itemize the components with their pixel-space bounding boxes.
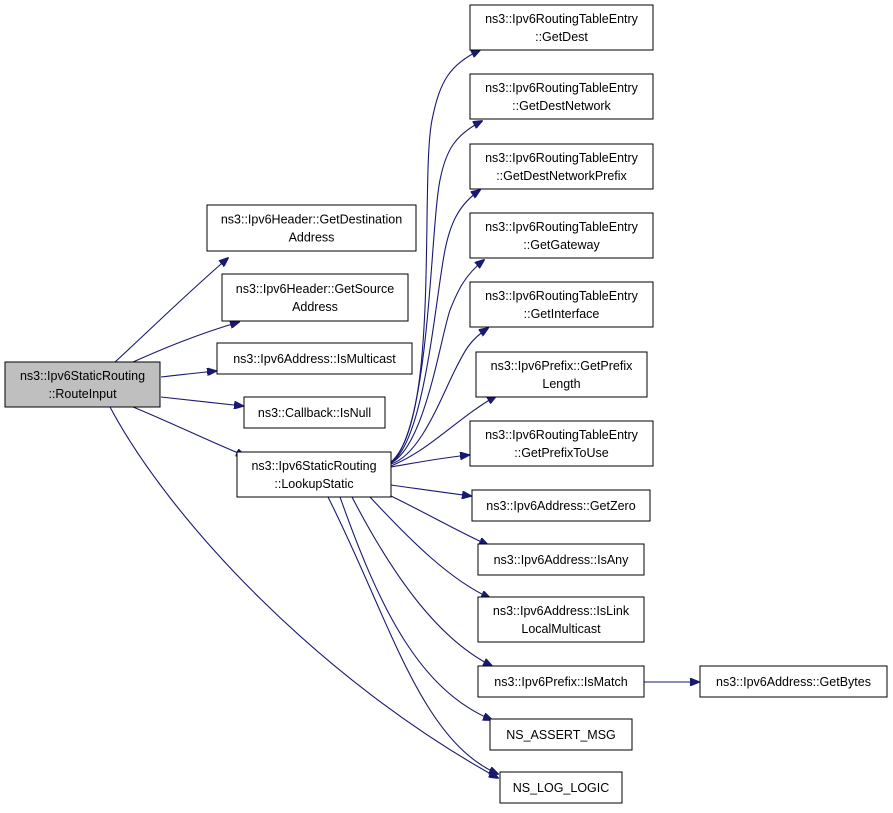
node-box xyxy=(236,451,392,498)
node-box xyxy=(206,204,417,252)
node-getgateway[interactable]: ns3::Ipv6RoutingTableEntry::GetGateway xyxy=(469,212,654,259)
node-box xyxy=(243,396,386,429)
edge-lookupstatic-to-getdestnetwork xyxy=(390,121,482,464)
node-box xyxy=(699,665,888,698)
node-getinterface[interactable]: ns3::Ipv6RoutingTableEntry::GetInterface xyxy=(469,281,654,328)
node-label: ::GetGateway xyxy=(523,238,600,252)
edge-lookupstatic-to-isany xyxy=(390,495,488,545)
edge-root-to-lookupstatic xyxy=(132,406,245,456)
node-box xyxy=(499,771,623,804)
node-getdest[interactable]: ns3::Ipv6RoutingTableEntry::GetDest xyxy=(469,4,654,51)
node-label: ns3::Ipv6RoutingTableEntry xyxy=(485,289,639,303)
edge-lookupstatic-to-getdest xyxy=(390,50,480,463)
node-label: ns3::Ipv6Address::IsLink xyxy=(493,604,630,618)
node-label: ns3::Callback::IsNull xyxy=(258,406,371,420)
node-box xyxy=(469,420,654,467)
node-box xyxy=(477,665,645,698)
nodes-layer: ns3::Ipv6StaticRouting::RouteInputns3::I… xyxy=(4,4,888,804)
node-label: ns3::Ipv6Header::GetDestination xyxy=(221,213,402,227)
node-getdestnetworkprefix[interactable]: ns3::Ipv6RoutingTableEntry::GetDestNetwo… xyxy=(469,143,654,190)
node-label: ::GetDestNetworkPrefix xyxy=(496,169,627,183)
node-label: ns3::Ipv6Prefix::IsMatch xyxy=(494,675,627,689)
edges-layer xyxy=(109,50,699,778)
edge-lookupstatic-to-getzero xyxy=(390,484,471,496)
edge-lookupstatic-to-islinklocalmulticast xyxy=(369,496,490,598)
node-label: ::GetInterface xyxy=(524,307,600,321)
node-getprefixtouse[interactable]: ns3::Ipv6RoutingTableEntry::GetPrefixToU… xyxy=(469,420,654,467)
edge-lookupstatic-to-nsassertmsg xyxy=(339,496,492,720)
node-label: ::GetDest xyxy=(535,30,588,44)
node-lookupstatic[interactable]: ns3::Ipv6StaticRouting::LookupStatic xyxy=(236,451,392,498)
node-label: NS_LOG_LOGIC xyxy=(513,781,610,795)
node-box xyxy=(469,143,654,190)
node-label: ns3::Ipv6Address::GetZero xyxy=(486,499,635,513)
node-box xyxy=(475,351,648,398)
node-label: ns3::Ipv6StaticRouting xyxy=(20,369,145,383)
node-isany[interactable]: ns3::Ipv6Address::IsAny xyxy=(477,543,645,576)
node-label: NS_ASSERT_MSG xyxy=(506,728,616,742)
node-ismulticast[interactable]: ns3::Ipv6Address::IsMulticast xyxy=(216,342,413,375)
node-label: ns3::Ipv6RoutingTableEntry xyxy=(485,428,639,442)
node-nsloglogic[interactable]: NS_LOG_LOGIC xyxy=(499,771,623,804)
node-label: ::LookupStatic xyxy=(274,477,353,491)
node-label: LocalMulticast xyxy=(521,622,601,636)
node-label: ns3::Ipv6RoutingTableEntry xyxy=(485,151,639,165)
node-getdestnetwork[interactable]: ns3::Ipv6RoutingTableEntry::GetDestNetwo… xyxy=(469,73,654,120)
node-box xyxy=(469,4,654,51)
node-label: ns3::Ipv6Address::GetBytes xyxy=(716,675,871,689)
node-root[interactable]: ns3::Ipv6StaticRouting::RouteInput xyxy=(4,361,161,408)
node-box xyxy=(216,342,413,375)
edge-lookupstatic-to-nsloglogic xyxy=(327,496,498,774)
node-label: ns3::Ipv6RoutingTableEntry xyxy=(485,220,639,234)
node-box xyxy=(477,543,645,576)
node-label: ns3::Ipv6Address::IsMulticast xyxy=(233,352,396,366)
node-box xyxy=(489,718,633,751)
node-label: ns3::Ipv6Header::GetSource xyxy=(236,282,394,296)
edge-lookupstatic-to-getinterface xyxy=(390,328,488,465)
node-ismatch[interactable]: ns3::Ipv6Prefix::IsMatch xyxy=(477,665,645,698)
node-box xyxy=(471,489,651,522)
node-nsassertmsg[interactable]: NS_ASSERT_MSG xyxy=(489,718,633,751)
node-label: Address xyxy=(289,231,335,245)
edge-root-to-isnull xyxy=(160,396,243,406)
node-label: ::GetPrefixToUse xyxy=(514,446,609,460)
node-label: ns3::Ipv6RoutingTableEntry xyxy=(485,12,639,26)
node-box xyxy=(469,281,654,328)
node-label: Length xyxy=(542,377,580,391)
node-label: ::RouteInput xyxy=(48,387,117,401)
node-box xyxy=(4,361,161,408)
node-label: ns3::Ipv6StaticRouting xyxy=(251,459,376,473)
edge-root-to-getsrcaddr xyxy=(132,322,239,363)
node-box xyxy=(221,273,409,322)
node-label: ns3::Ipv6Prefix::GetPrefix xyxy=(491,359,633,373)
edge-root-to-nsloglogic xyxy=(109,406,498,778)
edge-lookupstatic-to-getprefixtouse xyxy=(390,455,469,468)
node-label: ::GetDestNetwork xyxy=(512,99,611,113)
node-getbytes[interactable]: ns3::Ipv6Address::GetBytes xyxy=(699,665,888,698)
edge-root-to-ismulticast xyxy=(160,371,216,378)
node-isnull[interactable]: ns3::Callback::IsNull xyxy=(243,396,386,429)
edge-lookupstatic-to-getgateway xyxy=(390,260,484,464)
edge-lookupstatic-to-getprefixlength xyxy=(390,396,496,467)
edge-root-to-getdestaddr xyxy=(114,258,228,363)
node-box xyxy=(469,73,654,120)
node-getzero[interactable]: ns3::Ipv6Address::GetZero xyxy=(471,489,651,522)
node-box xyxy=(477,596,645,643)
node-label: ns3::Ipv6Address::IsAny xyxy=(494,553,630,567)
node-box xyxy=(469,212,654,259)
edge-lookupstatic-to-getdestnetworkprefix xyxy=(390,190,480,464)
node-label: Address xyxy=(292,300,338,314)
edge-lookupstatic-to-ismatch xyxy=(351,496,492,666)
node-label: ns3::Ipv6RoutingTableEntry xyxy=(485,81,639,95)
